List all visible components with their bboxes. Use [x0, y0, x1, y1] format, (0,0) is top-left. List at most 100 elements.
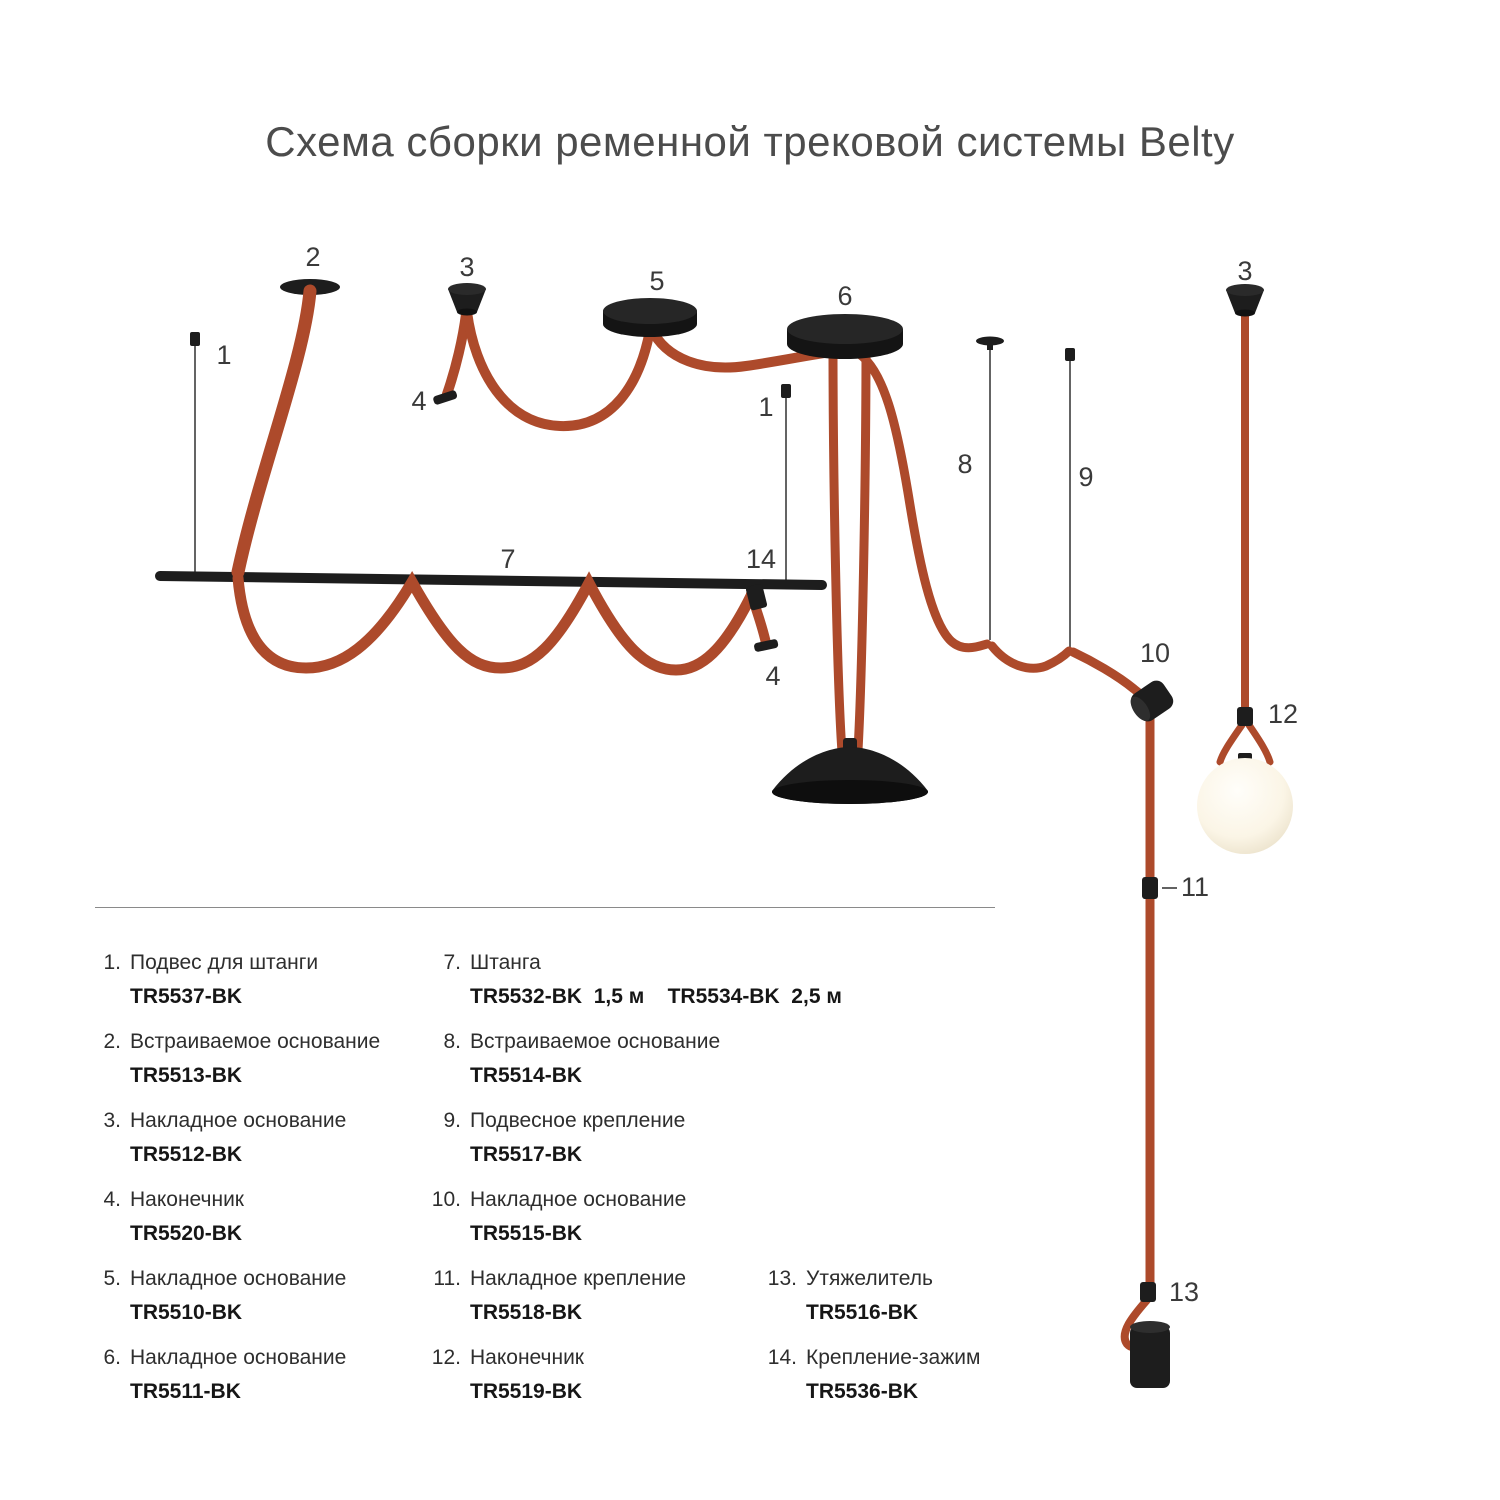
belt-tip-to-base-3	[442, 309, 471, 399]
diagram-label-6: 6	[837, 281, 852, 311]
legend-item-number: 9.	[443, 1109, 461, 1132]
belt-base-3-to-base-5	[462, 307, 655, 432]
legend-item: 3. Накладное основание TR5512-BK	[95, 1108, 380, 1168]
belt-shade-left	[828, 341, 847, 757]
weight-top	[1130, 1321, 1170, 1333]
diagram-label-13: 13	[1169, 1277, 1199, 1307]
legend-item-number: 14.	[767, 1346, 797, 1369]
hanger-top-1-left	[190, 332, 200, 346]
legend-item-code: TR5517-BK	[470, 1143, 583, 1166]
diagram-label-3b: 3	[1237, 256, 1252, 286]
legend-item: 5.Накладное основание TR5510-BK	[95, 1266, 380, 1326]
legend-item-label: Крепление-зажим	[806, 1346, 981, 1369]
diagram-label-4b: 4	[765, 661, 780, 691]
diagram-label-9: 9	[1078, 462, 1093, 492]
cone-top	[448, 283, 486, 295]
surface-base-6	[787, 314, 903, 359]
diagram-label-14: 14	[746, 544, 776, 574]
legend-item: 8.Встраиваемое основание TR5514-BK	[425, 1029, 842, 1089]
belt-from-base-2	[231, 284, 317, 579]
diagram-label-2: 2	[305, 242, 320, 272]
legend-item-number: 6.	[103, 1346, 121, 1369]
cone-bottom	[1235, 309, 1255, 317]
diagram-number-labels: 2 1 3 4 5 6 1 7 14 4 8 9 10 3 12 11 13	[216, 242, 1298, 1307]
legend-item: 6. Накладное основание TR5511-BK	[95, 1345, 380, 1405]
legend-item: 7.Штанга TR5532-BK 1,5 м TR5534-BK 2,5 м	[425, 950, 842, 1010]
page-title: Схема сборки ременной трековой системы B…	[265, 118, 1235, 166]
recessed-base-8	[976, 336, 1004, 346]
belt-pendant-v-left	[1216, 721, 1246, 766]
diagram-label-1a: 1	[216, 340, 231, 370]
belt-pendant-v-right	[1245, 721, 1274, 766]
rod-7	[155, 571, 827, 590]
diagram-label-7: 7	[500, 544, 515, 574]
legend-item-code: TR5516-BK	[806, 1301, 919, 1324]
cone-shade	[772, 738, 928, 804]
legend-item-number: 10.	[431, 1188, 461, 1211]
legend-item-code: TR5532-BK 1,5 м TR5534-BK 2,5 м	[470, 985, 842, 1008]
legend-item: 1.Подвес для штанги TR5537-BK	[95, 950, 380, 1010]
legend-item-label: Накладное основание	[130, 1346, 347, 1369]
legend-item-code: TR5520-BK	[130, 1222, 243, 1245]
legend-item-number: 2.	[103, 1030, 121, 1053]
legend-item: 2. Встраиваемое основание TR5513-BK	[95, 1029, 380, 1089]
legend-divider	[95, 907, 995, 908]
legend-item-label: Накладное основание	[130, 1109, 347, 1132]
legend-item-number: 8.	[443, 1030, 461, 1053]
belt-tip-4-left	[433, 390, 458, 405]
weight-13	[1130, 1321, 1170, 1388]
legend-item-number: 1.	[103, 951, 121, 974]
belt-tip-4-right	[754, 639, 779, 652]
belt-between-wires-8-9	[987, 641, 1074, 673]
legend-item: 11.Накладное крепление TR5518-BK	[425, 1266, 842, 1326]
legend-item-code: TR5513-BK	[130, 1064, 243, 1087]
diagram-label-5: 5	[649, 266, 664, 296]
legend-item-label: Наконечник	[470, 1346, 584, 1369]
legend-item-code: TR5511-BK	[130, 1380, 241, 1403]
legend-item-label: Накладное крепление	[470, 1267, 687, 1290]
legend-item-number: 12.	[431, 1346, 461, 1369]
cone-top	[1226, 284, 1264, 296]
legend-item-label: Встраиваемое основание	[130, 1030, 381, 1053]
surface-base-3-right	[1226, 284, 1264, 317]
legend-item-label: Накладное основание	[130, 1267, 347, 1290]
diagram-label-10: 10	[1140, 638, 1170, 668]
legend-item: 14. Крепление-зажим TR5536-BK	[755, 1345, 981, 1405]
belt-rod-drapes	[232, 571, 757, 676]
base-10-face	[1130, 696, 1151, 722]
belt-shade-right	[853, 341, 871, 755]
legend-item-number: 5.	[103, 1267, 121, 1290]
legend-column-2: 7.Штанга TR5532-BK 1,5 м TR5534-BK 2,5 м…	[425, 950, 842, 1424]
legend-item-code: TR5537-BK	[130, 985, 243, 1008]
belt-clamp-11	[1142, 877, 1158, 899]
disc-top	[603, 298, 697, 324]
legend-item-label: Подвесное крепление	[470, 1109, 686, 1132]
legend-item-code: TR5514-BK	[470, 1064, 583, 1087]
diagram-label-11: 11	[1181, 872, 1209, 902]
legend-item: 9. Подвесное крепление TR5517-BK	[425, 1108, 842, 1168]
suspension-wires	[194, 345, 1071, 648]
hanger-top-9	[1065, 348, 1075, 361]
belt-straps	[231, 284, 1274, 1352]
legend-item-label: Накладное основание	[470, 1188, 687, 1211]
cone-body	[448, 289, 486, 312]
legend-item: 13. Утяжелитель TR5516-BK	[755, 1266, 980, 1326]
legend-item-label: Утяжелитель	[806, 1267, 933, 1290]
legend-item-number: 11.	[433, 1267, 461, 1290]
legend-item-number: 7.	[443, 951, 461, 974]
legend-item: 10. Накладное основание TR5515-BK	[425, 1187, 842, 1247]
rod-clamp-14	[746, 584, 768, 611]
legend-column-1: 1.Подвес для штанги TR5537-BK 2. Встраива…	[95, 950, 380, 1424]
legend-item: 12.Наконечник TR5519-BK	[425, 1345, 842, 1405]
legend-item-code: TR5536-BK	[806, 1380, 919, 1403]
shade-base	[772, 780, 928, 804]
legend-item-code: TR5515-BK	[470, 1222, 583, 1245]
legend-item-code: TR5512-BK	[130, 1143, 243, 1166]
cone-bottom	[457, 308, 477, 316]
surface-base-5	[603, 298, 697, 337]
diagram-label-8: 8	[957, 449, 972, 479]
belt-clamp-13	[1140, 1282, 1156, 1302]
legend-item-number: 13.	[767, 1267, 797, 1290]
legend-item-number: 3.	[103, 1109, 121, 1132]
